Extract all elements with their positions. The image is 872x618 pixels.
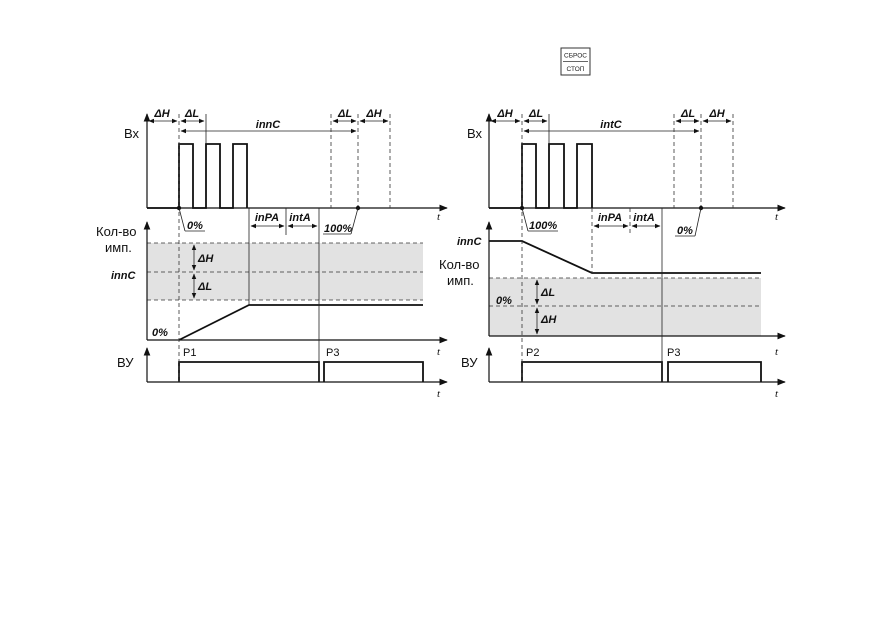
interval-a-label: intA <box>633 212 654 224</box>
band-delta-l-label: ΔL <box>197 281 212 293</box>
time-label-count: t <box>775 346 779 358</box>
input-axis-label: Вх <box>124 126 140 141</box>
event-p3-label: P3 <box>667 347 680 359</box>
delta-l-dimension-label: ΔL <box>528 108 543 120</box>
count-axis-label-line2: имп. <box>105 240 132 255</box>
interval-a-label: intA <box>289 212 310 224</box>
count-ramp-line <box>178 304 423 341</box>
band-delta-h-label: ΔH <box>540 314 557 326</box>
time-label-input: t <box>437 211 441 223</box>
left-timing-diagram: ΔH ΔL innC ΔL ΔH inPA intA 0% 100% ΔH ΔL… <box>96 108 448 400</box>
level-label: innC <box>111 270 136 282</box>
interval-c-label: innC <box>256 119 281 131</box>
zero-percent-label: 0% <box>496 295 512 307</box>
count-decay-line <box>489 240 761 274</box>
count-axis-label-line1: Кол-во <box>439 257 479 272</box>
pause-label: inPA <box>255 212 279 224</box>
start-percent-label: 100% <box>529 220 557 232</box>
time-label-input: t <box>775 211 779 223</box>
interval-c-label: intC <box>600 119 622 131</box>
input-axis-label: Вх <box>467 126 483 141</box>
zero-percent-label: 0% <box>152 327 168 339</box>
delta-h-dimension-label: ΔH <box>496 108 513 120</box>
input-pulse-train <box>489 143 593 209</box>
reset-label: СБРОС <box>564 53 587 60</box>
stop-label: СТОП <box>567 66 585 73</box>
right-timing-diagram: ΔH ΔL intC ΔL ΔH inPA intA 100% 0% ΔL ΔH… <box>439 108 786 400</box>
event-p1-label: P1 <box>183 347 196 359</box>
delta-h-end-label: ΔH <box>365 108 382 120</box>
start-percent-label: 0% <box>187 220 203 232</box>
band-delta-h-label: ΔH <box>197 253 214 265</box>
pause-label: inPA <box>598 212 622 224</box>
time-label-output: t <box>437 388 441 400</box>
output-signal <box>521 361 762 382</box>
time-label-count: t <box>437 346 441 358</box>
delta-h-end-label: ΔH <box>708 108 725 120</box>
event-p2-label: P2 <box>526 347 539 359</box>
output-axis-label: ВУ <box>461 355 478 370</box>
band-delta-l-label: ΔL <box>540 287 555 299</box>
end-percent-label: 100% <box>324 223 352 235</box>
end-percent-label: 0% <box>677 225 693 237</box>
reset-stop-button[interactable]: СБРОС СТОП <box>560 47 591 76</box>
event-p3-label: P3 <box>326 347 339 359</box>
time-label-output: t <box>775 388 779 400</box>
count-axis-label-line2: имп. <box>447 273 474 288</box>
output-signal <box>178 361 424 382</box>
count-axis-label-line1: Кол-во <box>96 224 136 239</box>
output-axis-label: ВУ <box>117 355 134 370</box>
delta-l-end-label: ΔL <box>337 108 352 120</box>
level-label: innC <box>457 236 482 248</box>
input-pulse-train <box>147 143 248 209</box>
delta-h-dimension-label: ΔH <box>153 108 170 120</box>
delta-l-end-label: ΔL <box>680 108 695 120</box>
delta-l-dimension-label: ΔL <box>184 108 199 120</box>
